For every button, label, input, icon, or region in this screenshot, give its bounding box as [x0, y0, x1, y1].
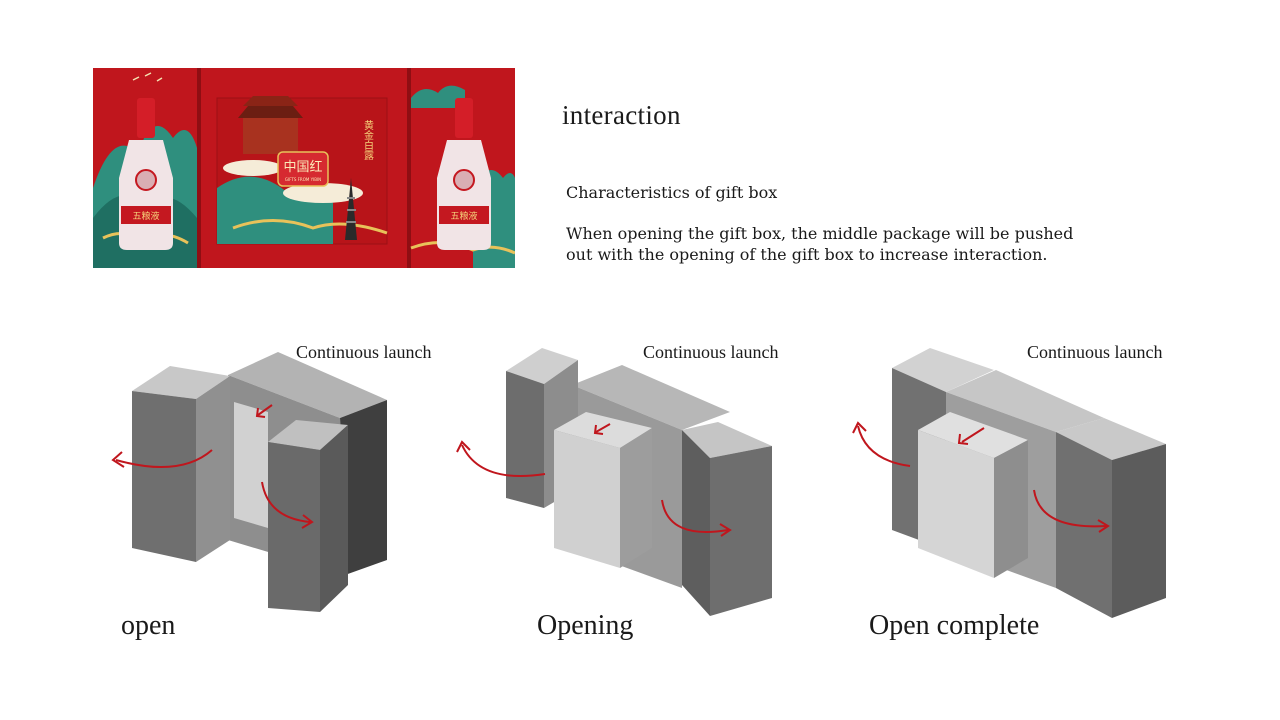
- vertical-text: 黄金白露: [362, 119, 374, 161]
- box-diagram-open: [111, 352, 387, 612]
- right-bottle: 五粮液: [437, 98, 491, 250]
- stage-label-open-complete: Open complete: [869, 610, 1040, 641]
- stage-caption-opening: Continuous launch: [643, 342, 779, 362]
- section-title: interaction: [562, 100, 681, 130]
- stage-caption-open-complete: Continuous launch: [1027, 342, 1163, 362]
- box-diagram-opening: [456, 348, 772, 616]
- brand-subtitle: GIFTS FROM YIBIN: [285, 177, 321, 182]
- description-line: When opening the gift box, the middle pa…: [566, 224, 1074, 243]
- description-line: out with the opening of the gift box to …: [566, 245, 1048, 264]
- brand-title: 中国红: [283, 159, 322, 175]
- stage-label-opening: Opening: [537, 610, 634, 641]
- box-diagram-open-complete: [852, 348, 1166, 618]
- stage-caption-open: Continuous launch: [296, 342, 432, 362]
- section-subtitle: Characteristics of gift box: [566, 183, 778, 202]
- left-bottle-label: 五粮液: [132, 210, 159, 222]
- center-panel-illustration: 中国红 GIFTS FROM YIBIN 黄金白露: [217, 96, 388, 244]
- stage-label-open: open: [121, 610, 176, 641]
- section-description: When opening the gift box, the middle pa…: [566, 223, 1126, 265]
- gift-box-image: 五粮液 中国红 GIFTS FROM YIBIN 黄金白露 五粮液: [93, 68, 515, 268]
- left-bottle: 五粮液: [119, 98, 173, 250]
- right-bottle-label: 五粮液: [450, 210, 477, 222]
